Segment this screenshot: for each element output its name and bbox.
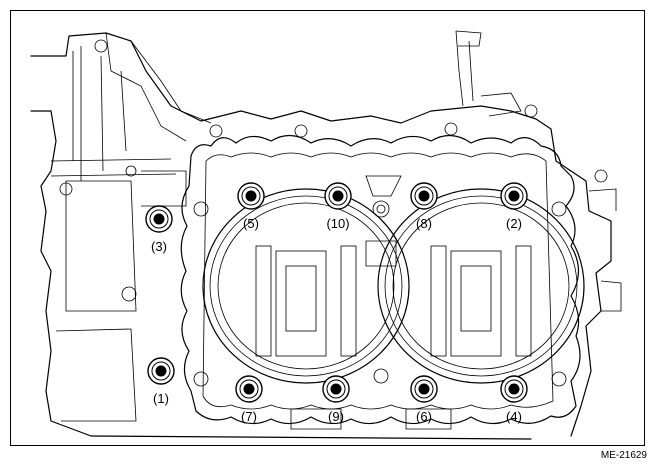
head-bolts: (1) (2) (3) (4) (5) (6) (7) (8) (9) (10): [145, 182, 528, 424]
head-bolt: (1): [147, 357, 175, 406]
bolt-head-ring: [330, 383, 342, 395]
gasket-small-holes: [193, 104, 567, 430]
head-gasket-outline: [180, 134, 581, 425]
bolt-head-ring: [243, 383, 255, 395]
head-bolt: (5): [237, 182, 265, 231]
head-bolt: (10): [324, 182, 352, 231]
bolt-label: (10): [326, 216, 349, 231]
head-bolt: (2): [500, 182, 528, 231]
bolt-label: (3): [151, 239, 167, 254]
cylinder-bore-right: [377, 188, 585, 384]
head-bolt: (7): [235, 375, 263, 424]
head-bolt: (3): [145, 205, 173, 254]
diagram-frame: (1) (2) (3) (4) (5) (6) (7) (8) (9) (10): [10, 10, 645, 446]
engine-block-drawing: (1) (2) (3) (4) (5) (6) (7) (8) (9) (10): [30, 30, 622, 440]
bolt-head-ring: [418, 190, 430, 202]
bolt-head-ring: [155, 365, 167, 377]
head-bolt: (4): [500, 375, 528, 424]
bolt-label: (9): [328, 409, 344, 424]
cylinder-bore-left: [202, 188, 410, 384]
head-bolt: (9): [322, 375, 350, 424]
block-body-outline: [30, 30, 622, 440]
bolt-label: (7): [241, 409, 257, 424]
bolt-label: (2): [506, 216, 522, 231]
bolt-label: (6): [416, 409, 432, 424]
bolt-label: (1): [153, 391, 169, 406]
bolt-head-ring: [332, 190, 344, 202]
figure-code: ME-21629: [600, 450, 647, 461]
bolt-label: (8): [416, 216, 432, 231]
bolt-head-ring: [508, 190, 520, 202]
bolt-head-ring: [245, 190, 257, 202]
bolt-label: (4): [506, 409, 522, 424]
bolt-head-ring: [508, 383, 520, 395]
bolt-head-ring: [418, 383, 430, 395]
head-bolt: (8): [410, 182, 438, 231]
bolt-head-ring: [153, 213, 165, 225]
bolt-label: (5): [243, 216, 259, 231]
head-bolt: (6): [410, 375, 438, 424]
